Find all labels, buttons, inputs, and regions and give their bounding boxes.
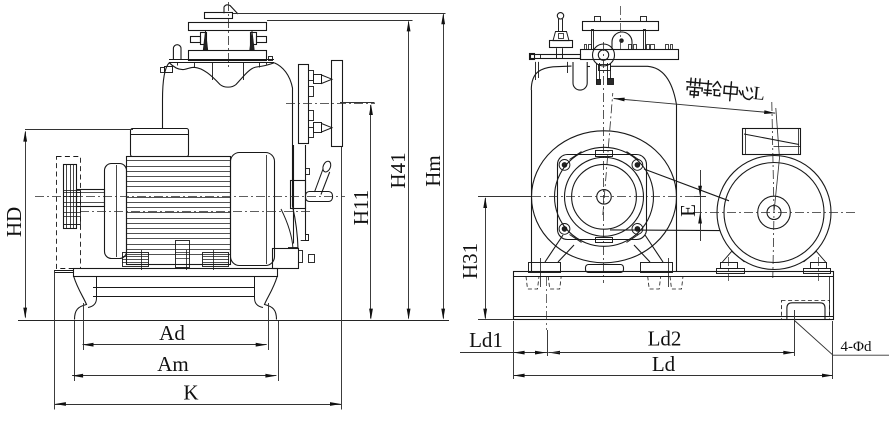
svg-text:Ld2: Ld2	[648, 327, 682, 351]
svg-text:Am: Am	[157, 352, 189, 376]
svg-text:H11: H11	[349, 190, 373, 225]
svg-text:Ad: Ad	[159, 321, 185, 345]
svg-text:4-Φd: 4-Φd	[841, 339, 872, 355]
svg-text:Ld: Ld	[652, 352, 676, 376]
svg-text:K: K	[183, 381, 198, 405]
svg-text:H31: H31	[458, 243, 482, 279]
svg-text:E: E	[676, 204, 700, 217]
svg-text:L: L	[752, 83, 765, 105]
svg-text:H41: H41	[386, 152, 410, 188]
svg-text:Ld1: Ld1	[469, 328, 503, 352]
svg-text:HD: HD	[2, 207, 26, 237]
svg-text:Hm: Hm	[421, 155, 445, 187]
